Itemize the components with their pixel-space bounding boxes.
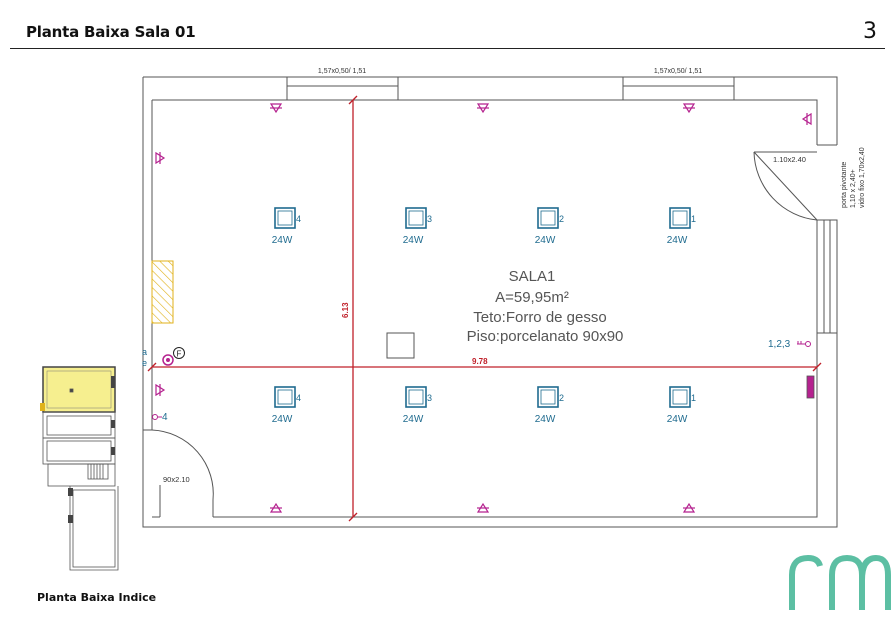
panel-label-e: e [142,358,147,368]
switch-label-left: 4 [162,412,168,423]
dimension-lines [147,95,822,522]
light-fixture: 4 24W [272,207,301,246]
outlet-point [476,502,490,513]
outlet-point [155,151,166,165]
svg-text:1,10 x 2,40+: 1,10 x 2,40+ [850,169,857,208]
electrical-points [155,103,812,513]
window-left [286,76,399,101]
light-fixture: 4 24W [272,386,301,425]
light-power: 24W [535,235,556,246]
horizontal-dimension: 9.78 [472,357,488,366]
light-number: 3 [427,214,432,224]
light-power: 24W [535,414,556,425]
light-power: 24W [403,235,424,246]
light-number: 1 [691,214,696,224]
light-power: 24W [272,414,293,425]
floor-box [386,332,415,359]
pivot-door [753,151,818,221]
window-left-label: 1,57x0,50/ 1,51 [318,68,366,75]
light-number: 4 [296,393,301,403]
light-number: 1 [691,393,696,403]
light-power: 24W [272,235,293,246]
wall-panel-right [806,375,815,399]
window-right [622,76,735,101]
outlet-point [476,103,490,114]
entry-door [143,429,214,517]
window-right-label: 1,57x0,50/ 1,51 [654,68,702,75]
light-fixture: 3 24W [403,207,432,246]
light-fixture: 1 24W [667,386,696,425]
meter-symbol: F [173,347,185,359]
light-fixture: 2 24W [535,207,564,246]
room-area: A=59,95m² [495,289,569,306]
room-label: SALA1 A=59,95m² Teto:Forro de gesso Piso… [467,268,624,345]
outlet-point [269,103,283,114]
outlet-point [155,383,166,397]
panel-label-a: a [142,347,147,357]
outlet-point [269,502,283,513]
room-floor: Piso:porcelanato 90x90 [467,328,624,345]
light-fixture: 2 24W [535,386,564,425]
light-number: 2 [559,393,564,403]
index-plan [40,366,119,571]
entry-door-size: 90x2.10 [163,475,190,484]
pivot-door-note: porta pivotante 1,10 x 2,40+ vidro fixo … [841,147,866,208]
light-number: 2 [559,214,564,224]
hatched-panel [151,260,174,324]
pivot-door-size: 1.10x2.40 [773,155,806,164]
light-fixtures: 4 24W 3 24W 2 24W 1 24W 4 24W 3 24W 2 24W 1 24W [272,207,696,425]
walls [142,76,838,528]
page-number: 3 [863,19,877,44]
index-label: Planta Baixa Indice [37,591,157,604]
page-title: Planta Baixa Sala 01 [26,23,196,41]
fixed-glass [816,219,838,334]
light-number: 3 [427,393,432,403]
light-power: 24W [667,235,688,246]
switch-symbol-right [797,341,811,347]
header-divider [10,48,885,49]
svg-text:F: F [177,350,182,359]
room-ceiling: Teto:Forro de gesso [473,309,606,326]
outlet-point [682,103,696,114]
outlet-symbol [162,354,174,366]
light-number: 4 [296,214,301,224]
switch-symbol-left [152,414,162,420]
vertical-dimension: 6.13 [341,302,350,318]
svg-text:porta pivotante: porta pivotante [841,162,848,208]
switch-label-right: 1,2,3 [768,339,791,350]
logo-rm [789,554,891,610]
outlet-point [682,502,696,513]
light-power: 24W [667,414,688,425]
light-fixture: 1 24W [667,207,696,246]
light-power: 24W [403,414,424,425]
outlet-point [801,112,812,126]
svg-text:vidro fixo 1,70x2,40: vidro fixo 1,70x2,40 [859,147,866,208]
light-fixture: 3 24W [403,386,432,425]
room-name: SALA1 [509,268,556,285]
